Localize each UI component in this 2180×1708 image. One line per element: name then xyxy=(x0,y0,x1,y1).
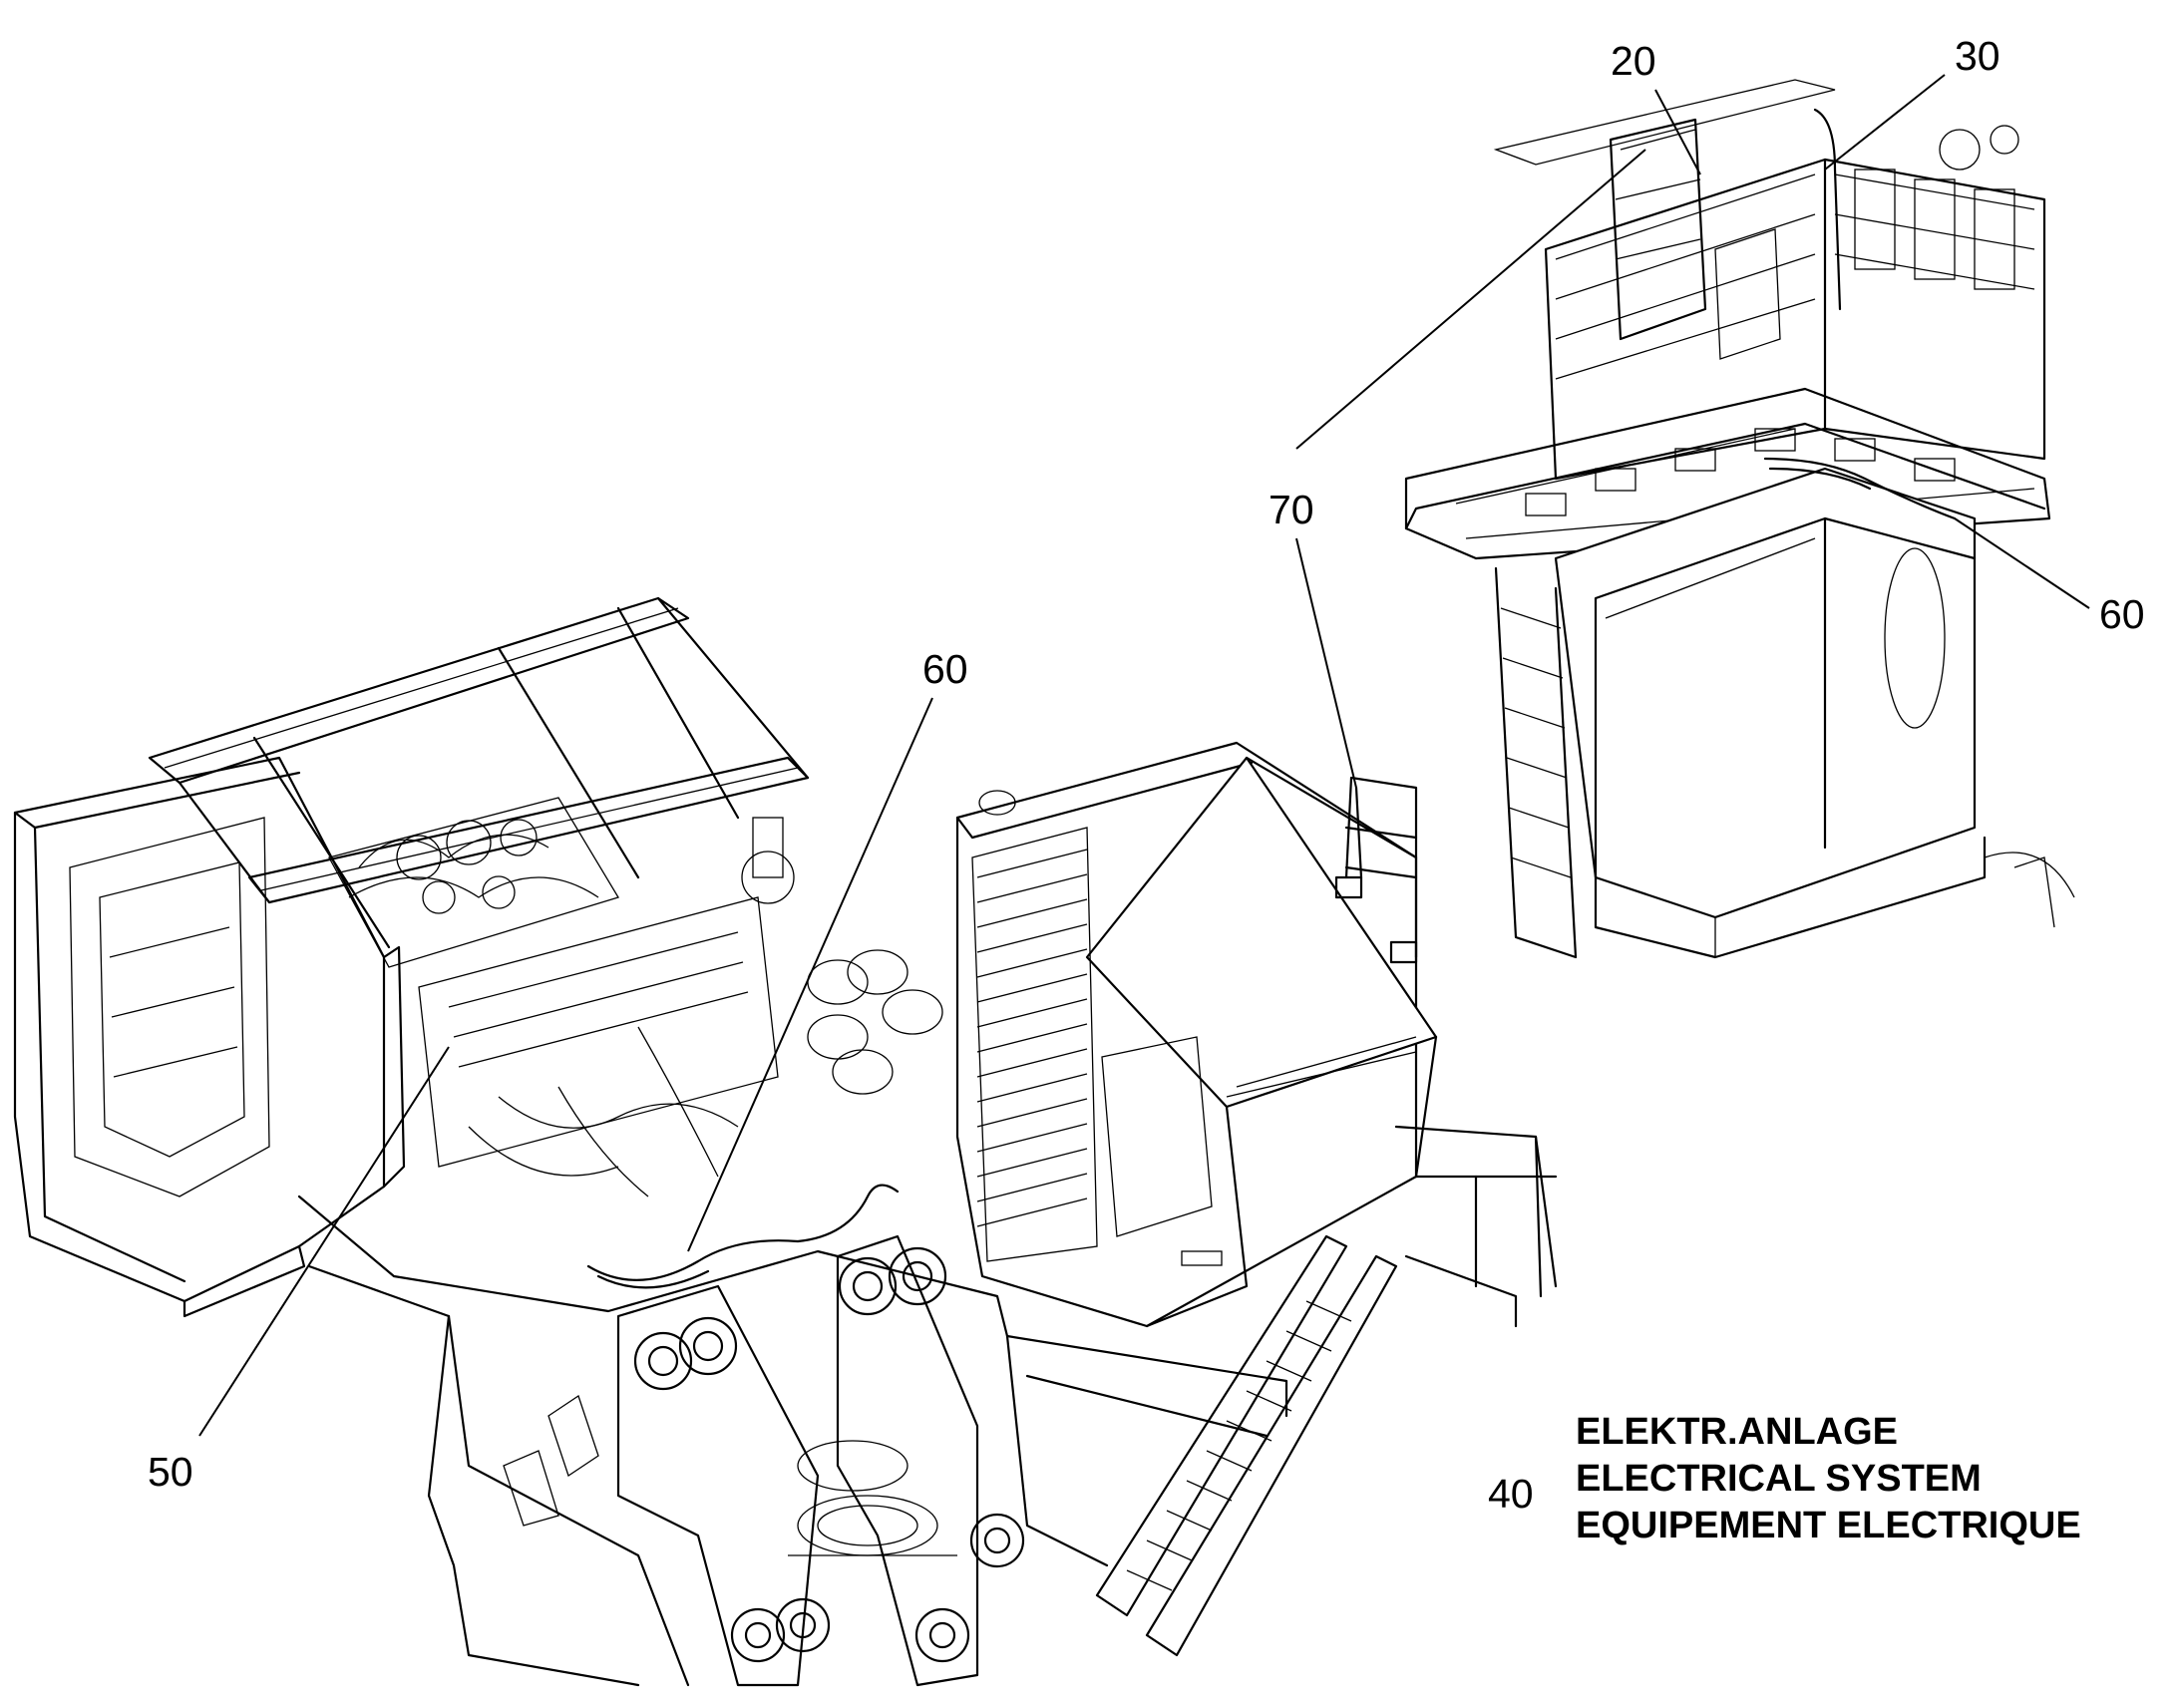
callout-30: 30 xyxy=(1955,33,2000,79)
leader-20 xyxy=(1654,89,1701,175)
callout-60-left: 60 xyxy=(922,646,968,692)
callout-40: 40 xyxy=(1488,1471,1534,1517)
machine-upper-detail-view xyxy=(1404,79,2075,959)
leader-lines xyxy=(198,74,2090,1437)
leader-30 xyxy=(1824,74,1946,171)
callout-50: 50 xyxy=(148,1449,193,1495)
leader-50 xyxy=(198,1046,450,1437)
title-english: ELECTRICAL SYSTEM xyxy=(1576,1458,1982,1500)
title-german: ELEKTR.ANLAGE xyxy=(1576,1411,1898,1453)
title-block: ELEKTR.ANLAGE ELECTRICAL SYSTEM EQUIPEME… xyxy=(1576,1411,2081,1546)
leader-70-upper xyxy=(1295,149,1646,450)
callout-60-right: 60 xyxy=(2099,591,2145,637)
callouts: 20 30 70 60 60 50 40 xyxy=(148,33,2145,1517)
title-french: EQUIPEMENT ELECTRIQUE xyxy=(1576,1505,2081,1546)
leader-60-left xyxy=(687,697,933,1252)
leader-70-lower xyxy=(1295,537,1357,789)
callout-20: 20 xyxy=(1611,38,1656,84)
machine-main-view xyxy=(13,596,1558,1687)
callout-70: 70 xyxy=(1269,487,1314,532)
leader-60-right xyxy=(1954,517,2090,609)
